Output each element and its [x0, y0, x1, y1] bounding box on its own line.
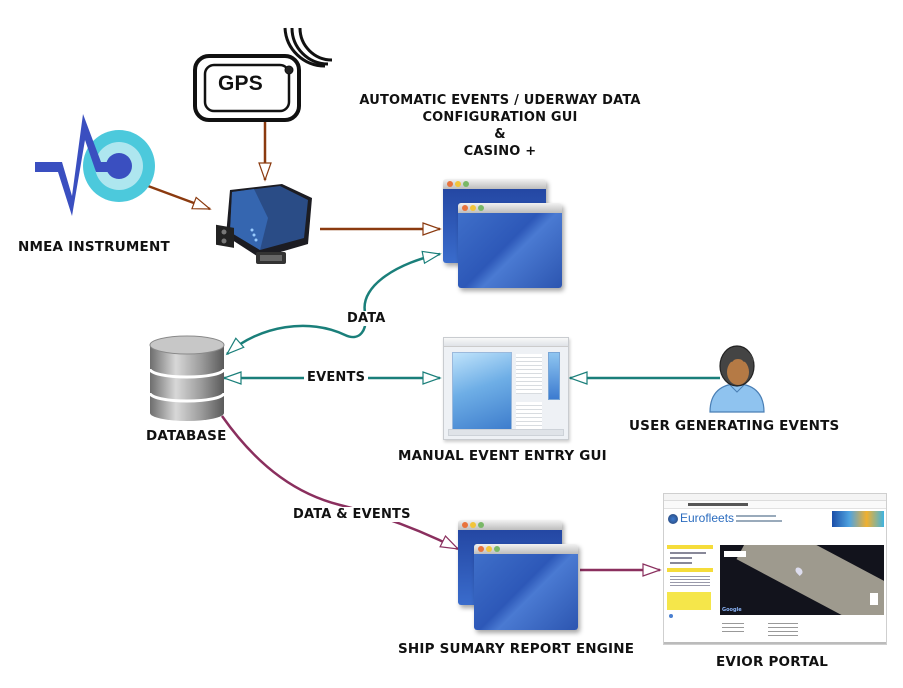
user-node	[704, 340, 770, 414]
portal-screenshot: Eurofleets Google	[663, 493, 887, 645]
user-label: USER GENERATING EVENTS	[629, 418, 840, 434]
nmea-instrument-label: NMEA INSTRUMENT	[18, 239, 170, 255]
edge-database-config-gui	[225, 250, 442, 356]
config-gui-label-line-1: AUTOMATIC EVENTS / UDERWAY DATA	[359, 93, 641, 108]
user-avatar-icon	[709, 345, 765, 413]
edge-label-data: DATA	[345, 311, 388, 326]
portal-tabbar	[664, 494, 886, 501]
gps-device-icon	[193, 27, 333, 122]
serial-device-server-icon	[216, 184, 312, 264]
config-gui-label: AUTOMATIC EVENTS / UDERWAY DATA CONFIGUR…	[340, 92, 660, 160]
portal-banner	[832, 511, 884, 527]
serial-device-node	[212, 178, 320, 270]
report-engine-label: SHIP SUMARY REPORT ENGINE	[398, 641, 635, 657]
map-zoom-control	[870, 593, 878, 605]
gps-node: GPS	[192, 14, 342, 124]
edge-nmea-to-device	[147, 184, 212, 211]
database-node	[148, 333, 226, 421]
portal-label: EVIOR PORTAL	[716, 654, 829, 670]
manual-gui-label: MANUAL EVENT ENTRY GUI	[398, 448, 607, 464]
portal-brand: Eurofleets	[680, 511, 735, 525]
gps-label: GPS	[218, 72, 263, 95]
database-icon	[148, 335, 226, 421]
map-attribution: Google	[722, 607, 742, 613]
portal-addressbar	[664, 501, 886, 509]
manual-gui-window-icon	[443, 337, 569, 440]
edge-label-data-and-events: DATA & EVENTS	[290, 507, 414, 522]
config-gui-label-line-3: &	[494, 127, 506, 142]
config-gui-label-line-4: CASINO +	[463, 144, 537, 159]
config-gui-label-line-2: CONFIGURATION GUI	[422, 110, 578, 125]
report-engine-window-front-icon	[474, 544, 578, 630]
nmea-waveform-icon	[35, 114, 155, 216]
config-gui-window-front-icon	[458, 203, 562, 288]
edge-label-events: EVENTS	[304, 370, 369, 385]
portal-map: Google	[720, 545, 884, 615]
database-label: DATABASE	[146, 428, 227, 444]
nmea-instrument-node	[30, 110, 160, 220]
eurofleets-logo-icon	[668, 514, 678, 524]
edge-database-to-report-engine	[220, 415, 460, 551]
